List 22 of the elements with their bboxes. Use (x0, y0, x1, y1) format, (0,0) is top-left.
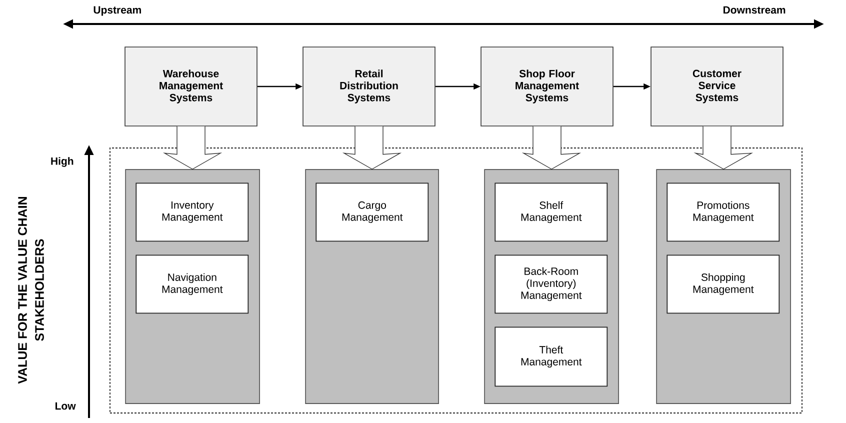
module-box: Theft Management (494, 326, 608, 387)
system-box: Warehouse Management Systems (124, 46, 258, 126)
axis-label: High (51, 157, 74, 167)
dashed-frame (110, 148, 802, 414)
module-box: Back-Room (Inventory) Management (494, 254, 608, 314)
module-box: Shopping Management (666, 254, 780, 314)
module-box: Inventory Management (136, 182, 249, 242)
module-box: Shelf Management (494, 182, 608, 242)
block-arrow (342, 126, 402, 170)
axis-title: VALUE FOR THE VALUE CHAIN STAKEHOLDERS (18, 197, 44, 384)
block-arrow (162, 126, 222, 170)
system-box: Shop Floor Management Systems (480, 46, 614, 126)
direction-label: Downstream (724, 6, 786, 14)
direction-label: Upstream (94, 6, 141, 16)
block-arrow (522, 126, 582, 170)
module-box: Cargo Management (316, 182, 429, 242)
block-arrow (694, 126, 754, 170)
module-box: Navigation Management (136, 254, 249, 314)
system-box: Customer Service Systems (650, 46, 784, 126)
axis-label: Low (56, 402, 76, 410)
system-box: Retail Distribution Systems (302, 46, 436, 126)
module-box: Promotions Management (666, 182, 780, 242)
